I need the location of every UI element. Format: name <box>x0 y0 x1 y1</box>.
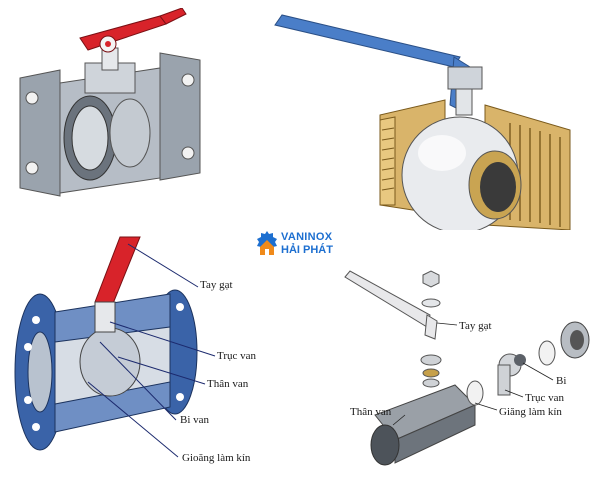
label-stem-right: Trục van <box>525 392 565 404</box>
label-body-left: Thân van <box>207 378 249 390</box>
label-stem-left: Trục van <box>217 350 257 362</box>
brand-logo: VANINOX HẢI PHÁT <box>255 227 365 261</box>
brand-name: VANINOX <box>281 231 333 243</box>
bottom-left-diagram <box>0 232 300 482</box>
label-ball-right: Bi <box>556 375 567 387</box>
label-seal-right: Giăng làm kín <box>499 406 562 418</box>
brand-subtitle: HẢI PHÁT <box>281 244 333 256</box>
label-ball-left: Bi van <box>180 414 210 426</box>
label-handle-left: Tay gạt <box>200 279 233 291</box>
bottom-right-exploded-diagram <box>335 265 600 470</box>
label-handle-right: Tay gạt <box>459 320 492 332</box>
gear-house-icon <box>257 231 277 255</box>
top-left-valve-image <box>10 8 210 203</box>
label-body-right: Thân van <box>350 406 392 418</box>
label-seal-left: Gioăng làm kín <box>182 452 251 464</box>
top-right-valve-image <box>270 5 590 230</box>
